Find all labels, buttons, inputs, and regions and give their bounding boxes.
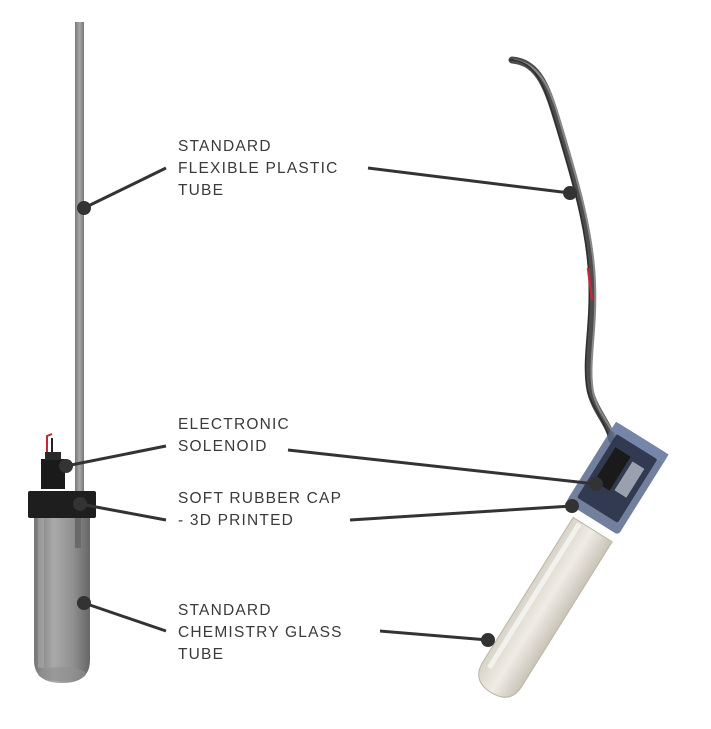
label-solenoid-line2: SOLENOID [178, 438, 268, 455]
leader-solenoid-left [65, 444, 167, 468]
label-glass-tube-line3: TUBE [178, 646, 225, 663]
label-glass-tube-line2: CHEMISTRY GLASS [178, 624, 343, 641]
photo-glass-tube [478, 516, 613, 698]
leader-cap-left [79, 502, 167, 522]
label-rubber-cap-line1: SOFT RUBBER CAP [178, 490, 343, 507]
label-solenoid: ELECTRONIC SOLENOID [178, 414, 290, 458]
label-plastic-tube-line3: TUBE [178, 182, 225, 199]
dot-solenoid-right [589, 477, 603, 491]
plastic-tube-rod [75, 22, 84, 494]
leader-cap-right [349, 504, 573, 522]
cable-bundle [508, 56, 616, 444]
left-device-illustration [28, 22, 96, 683]
label-rubber-cap-line2: - 3D PRINTED [178, 512, 295, 529]
label-glass-tube: STANDARD CHEMISTRY GLASS TUBE [178, 600, 343, 666]
label-rubber-cap: SOFT RUBBER CAP - 3D PRINTED [178, 488, 342, 532]
label-glass-tube-line1: STANDARD [178, 602, 272, 619]
label-plastic-tube: STANDARD FLEXIBLE PLASTIC TUBE [178, 136, 338, 202]
dot-glass-right [481, 633, 495, 647]
leader-solenoid-right [287, 448, 597, 486]
dot-solenoid-left [59, 459, 73, 473]
dot-cap-right [565, 499, 579, 513]
leader-tube-left [83, 166, 167, 210]
right-device-photo [478, 56, 669, 698]
label-solenoid-line1: ELECTRONIC [178, 416, 290, 433]
leader-tube-right [367, 166, 571, 195]
red-wire [46, 433, 53, 452]
label-plastic-tube-line1: STANDARD [178, 138, 272, 155]
leader-glass-right [379, 629, 489, 642]
leader-dots [59, 186, 603, 647]
dot-glass-left [77, 596, 91, 610]
cable-red-strand [586, 267, 594, 301]
leader-lines [65, 166, 597, 642]
dot-tube-left [77, 201, 91, 215]
leader-glass-left [83, 601, 167, 633]
dot-cap-left [73, 497, 87, 511]
label-plastic-tube-line2: FLEXIBLE PLASTIC [178, 160, 339, 177]
glass-tube [34, 518, 90, 683]
dot-tube-right [563, 186, 577, 200]
